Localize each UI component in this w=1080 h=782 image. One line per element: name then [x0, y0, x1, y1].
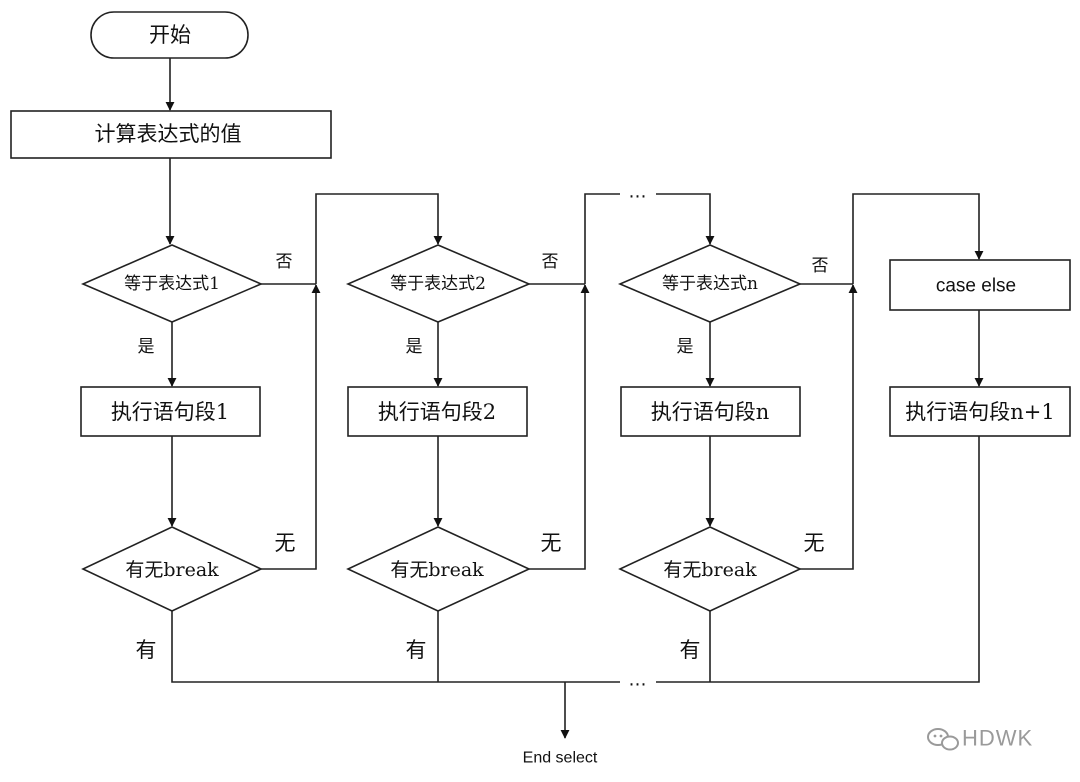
start-label: 开始	[149, 23, 191, 47]
no-label-n: 否	[812, 256, 829, 276]
compute-box	[10, 110, 332, 159]
yes-label-n: 是	[677, 337, 694, 357]
arrow-ellipsis-to-condn	[656, 193, 715, 245]
end-label: End select	[523, 750, 598, 767]
condition-n-label: 等于表达式n	[662, 274, 758, 294]
line-cond2-to-ellipsis	[584, 193, 620, 284]
case-else-label: case else	[936, 276, 1016, 297]
none-label-2: 无	[541, 531, 562, 555]
has-label-1: 有	[136, 638, 157, 662]
exec-n-label: 执行语句段n	[651, 400, 770, 424]
wechat-logo-icon	[927, 728, 959, 751]
arrow-to-case-else	[852, 193, 984, 284]
none-label-n: 无	[804, 531, 825, 555]
ellipsis-top: …	[629, 182, 648, 203]
exec-last-box	[889, 386, 1071, 437]
none-label-1: 无	[275, 531, 296, 555]
yes-label-2: 是	[406, 337, 423, 357]
yes-label-1: 是	[138, 337, 155, 357]
break-check-n-label: 有无break	[663, 559, 757, 581]
exec-last-label: 执行语句段n+1	[905, 400, 1054, 424]
case-else-box	[889, 259, 1071, 311]
arrow-break2-none-up	[529, 284, 590, 570]
exec-1-label: 执行语句段1	[111, 400, 229, 424]
line-bottom-left	[171, 611, 620, 683]
arrow-to-cond2	[315, 193, 443, 284]
exec-2-label: 执行语句段2	[378, 400, 496, 424]
ellipsis-bottom: …	[629, 670, 648, 691]
has-label-n: 有	[680, 638, 701, 662]
arrow-break1-none-up	[261, 284, 321, 570]
compute-label: 计算表达式的值	[95, 122, 242, 146]
watermark-text: HDWK	[962, 726, 1033, 751]
line-exec-last-down	[656, 436, 980, 683]
no-label-2: 否	[542, 252, 559, 272]
condition-1-label: 等于表达式1	[124, 274, 220, 294]
no-label-1: 否	[276, 252, 293, 272]
exec-1-box	[80, 386, 261, 437]
break-check-1-label: 有无break	[125, 559, 219, 581]
arrow-breakn-none-up	[800, 284, 858, 570]
condition-2-label: 等于表达式2	[390, 274, 486, 294]
has-label-2: 有	[406, 638, 427, 662]
break-check-2-label: 有无break	[390, 559, 484, 581]
